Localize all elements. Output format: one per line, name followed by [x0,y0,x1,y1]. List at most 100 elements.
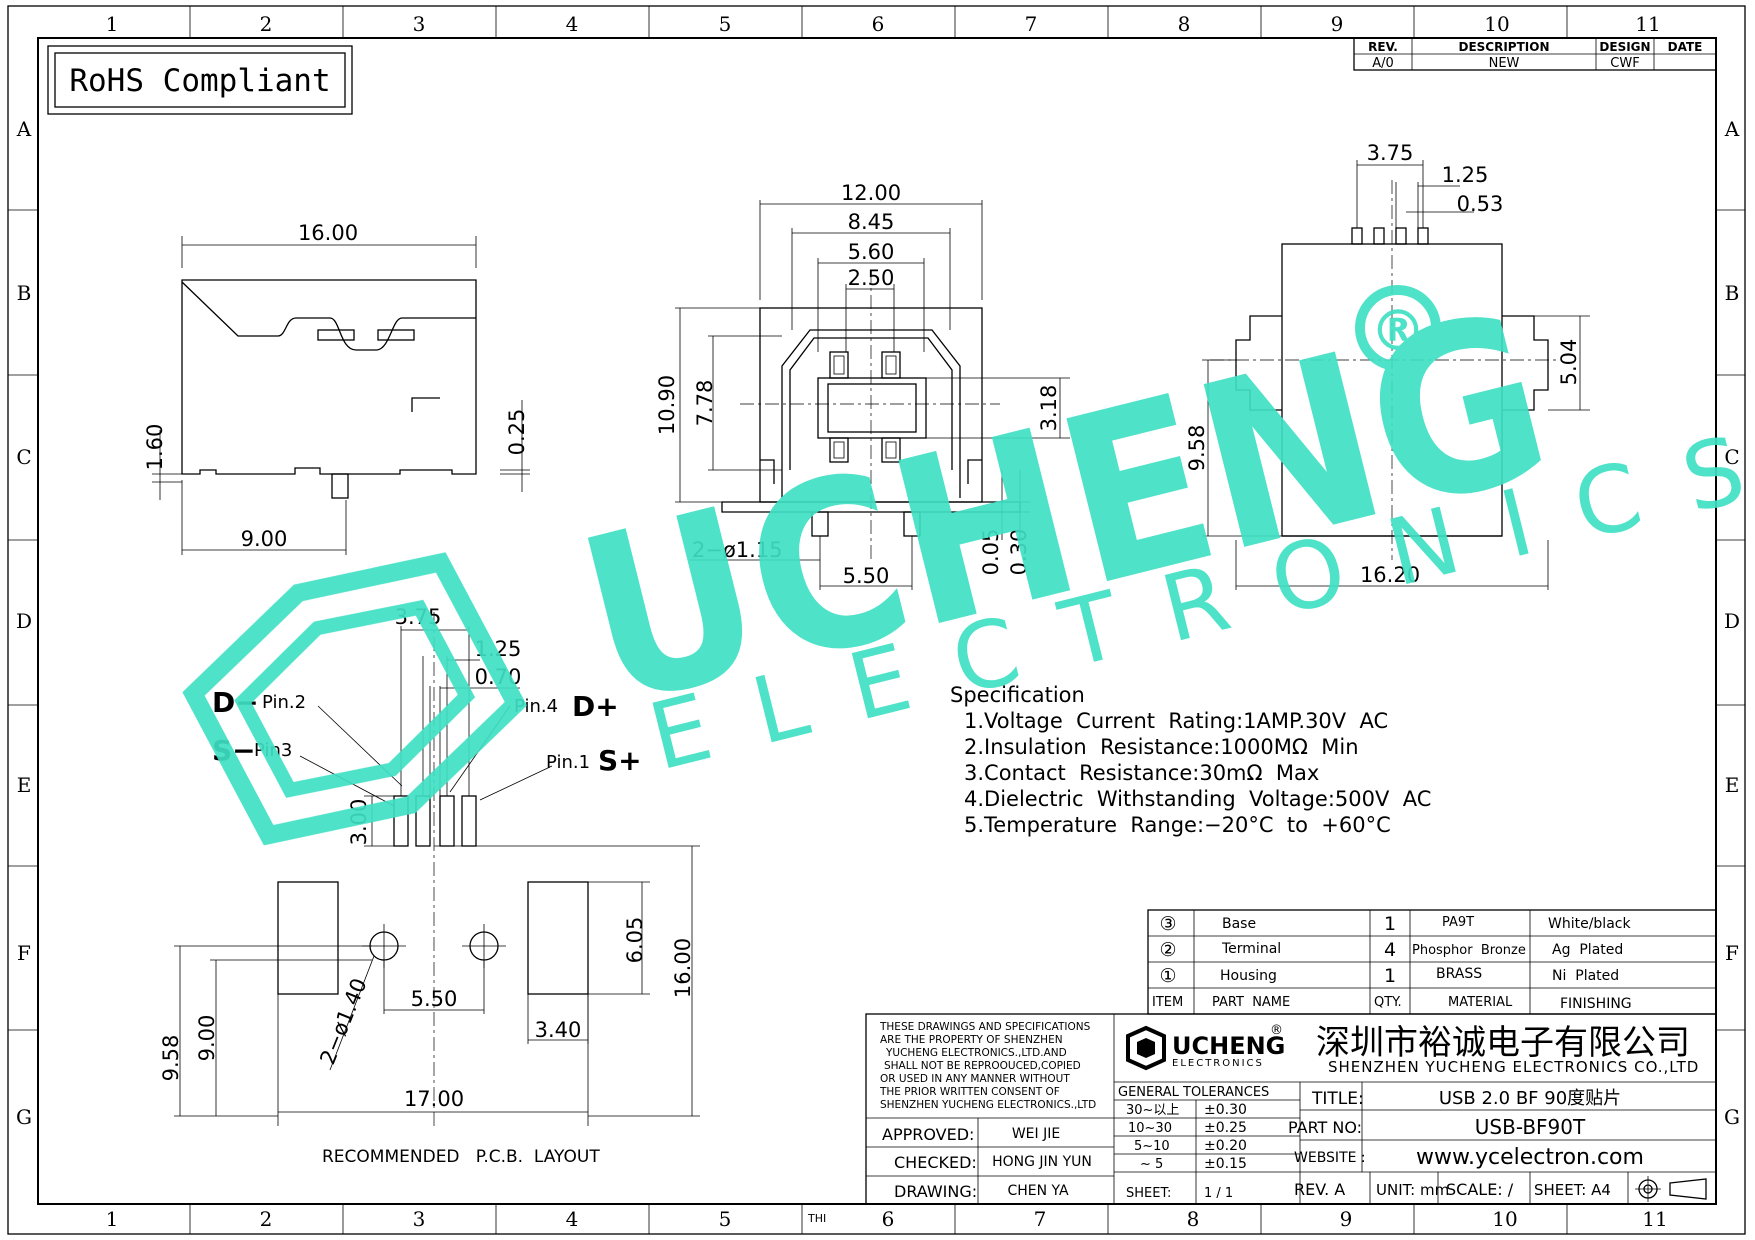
row-label: F [17,941,31,965]
pcb-dim-9-58: 9.58 [159,1035,183,1082]
part-no-value: USB-BF90T [1475,1115,1586,1139]
bom-header-finish: FINISHING [1560,996,1632,1012]
notice-line: THE PRIOR WRITTEN CONSENT OF [879,1086,1060,1098]
row-label: B [1725,281,1740,305]
checked-label: CHECKED: [894,1153,977,1172]
thi-mark: THI [807,1212,826,1225]
title-block: THESE DRAWINGS AND SPECIFICATIONS ARE TH… [807,1013,1717,1225]
row-label: C [1724,445,1739,469]
tolerance-range: 10~30 [1128,1121,1172,1136]
dim-3-75: 3.75 [1367,141,1414,165]
dim-16-00: 16.00 [298,221,358,245]
company-name-en: SHENZHEN YUCHENG ELECTRONICS CO.,LTD [1328,1058,1699,1076]
dim-0-30: 0.30 [1007,529,1031,576]
outer-frame [7,5,1746,1235]
row-label: G [1724,1105,1740,1129]
col-label: 3 [413,1207,426,1231]
pcb-dim-6-05: 6.05 [623,917,647,964]
pcb-caption: RECOMMENDED P.C.B. LAYOUT [322,1147,600,1167]
spec-item: 1.Voltage Current Rating:1AMP.30V AC [964,709,1388,733]
description-header: DESCRIPTION [1458,40,1549,54]
logo-reg: ® [1270,1023,1283,1038]
row-label: F [1725,941,1739,965]
approved-value: WEI JIE [1012,1126,1060,1142]
label-pin-1: Pin.1 [546,752,590,773]
sheet-size-value: SHEET: A4 [1534,1181,1611,1199]
dim-9-00: 9.00 [241,527,288,551]
dim-16-20: 16.20 [1360,563,1420,587]
row-label: D [16,609,32,633]
watermark-reg: ® [1370,299,1426,364]
title-label: TITLE: [1311,1089,1364,1109]
spec-item: 5.Temperature Range:−20°C to +60°C [964,813,1391,837]
front-view: 12.00 8.45 5.60 2.50 10.90 7.78 3.18 2−ø… [655,181,1070,590]
column-labels-bottom: 1 2 3 4 5 6 7 8 9 10 11 [106,1207,1668,1231]
watermark-logo-mark [182,552,527,846]
unit-value: UNIT: mm [1376,1181,1449,1199]
website-value: www.ycelectron.com [1416,1145,1644,1170]
bom-qty: 1 [1384,965,1396,987]
bom-material: Phosphor Bronze [1412,943,1526,958]
logo-brand: UCHENG [1172,1032,1285,1060]
pcb-dim-17-00: 17.00 [404,1087,464,1111]
tolerance-value: ±0.30 [1204,1102,1247,1118]
part-no-label: PART NO: [1288,1118,1362,1137]
rohs-box: RoHS Compliant [47,45,353,115]
design-header: DESIGN [1599,40,1650,54]
bom-item-2: ② [1159,939,1176,961]
spec-item: 2.Insulation Resistance:1000MΩ Min [964,735,1359,759]
sheet-value: 1 / 1 [1204,1186,1233,1201]
tolerance-range: ~ 5 [1140,1157,1163,1172]
col-label: 2 [260,12,273,36]
spec-item: 4.Dielectric Withstanding Voltage:500V A… [964,787,1431,811]
col-label: 7 [1034,1207,1047,1231]
bom-header-item: ITEM [1152,995,1183,1010]
pcb-dim-3-40: 3.40 [535,1018,582,1042]
row-label: A [16,117,32,141]
side-view: 16.00 1.60 0.25 9.00 [143,221,530,555]
bom-header-material: MATERIAL [1448,995,1513,1010]
tolerance-range: 30~以上 [1126,1103,1179,1118]
tolerance-value: ±0.25 [1204,1120,1247,1136]
col-label: 9 [1340,1207,1353,1231]
col-label: 2 [260,1207,273,1231]
bom-item-3: ③ [1159,913,1176,935]
bom-material: PA9T [1442,915,1474,930]
bom-finish: Ag Plated [1552,942,1623,958]
bom-name: Housing [1220,968,1277,984]
label-pin-2: Pin.2 [262,692,306,713]
dim-5-60: 5.60 [848,240,895,264]
tolerance-value: ±0.15 [1204,1156,1247,1172]
drawing-label: DRAWING: [894,1182,977,1201]
right-view: 3.75 1.25 0.53 5.04 9.58 16.20 [1185,141,1590,590]
pcb-dim-9-00: 9.00 [195,1015,219,1062]
label-d-plus: D+ [572,690,619,723]
dim-12-00: 12.00 [841,181,901,205]
pcb-dim-5-50: 5.50 [411,987,458,1011]
row-labels: A B C D E F G A B C D E F G [16,117,1740,1129]
projection-symbol-icon [1635,1176,1707,1202]
bom-material: BRASS [1436,966,1482,982]
notice-line: SHENZHEN YUCHENG ELECTRONICS.,LTD [880,1099,1096,1111]
dim-5-04: 5.04 [1557,339,1581,386]
tolerances-title: GENERAL TOLERANCES [1118,1085,1269,1100]
sheet-label: SHEET: [1126,1186,1171,1201]
row-label: A [1724,117,1740,141]
bom-table: ③ Base 1 PA9T White/black ② Terminal 4 P… [1147,909,1717,1015]
drawing-value: CHEN YA [1007,1183,1069,1199]
bom-qty: 1 [1384,913,1396,935]
revision-block: REV. DESCRIPTION DESIGN DATE A/0 NEW CWF [1353,37,1717,71]
label-s-plus: S+ [598,744,642,777]
row-label: E [1725,773,1740,797]
dim-1-25: 1.25 [1442,163,1489,187]
logo-sub: ELECTRONICS [1172,1058,1264,1069]
dim-9-58: 9.58 [1185,425,1209,472]
col-label: 8 [1178,12,1191,36]
row-label: B [17,281,32,305]
col-label: 1 [106,1207,119,1231]
company-logo-mark [1126,1025,1166,1071]
frame-ticks [8,6,1745,1234]
bom-finish: White/black [1548,916,1631,932]
row-label: G [16,1105,32,1129]
